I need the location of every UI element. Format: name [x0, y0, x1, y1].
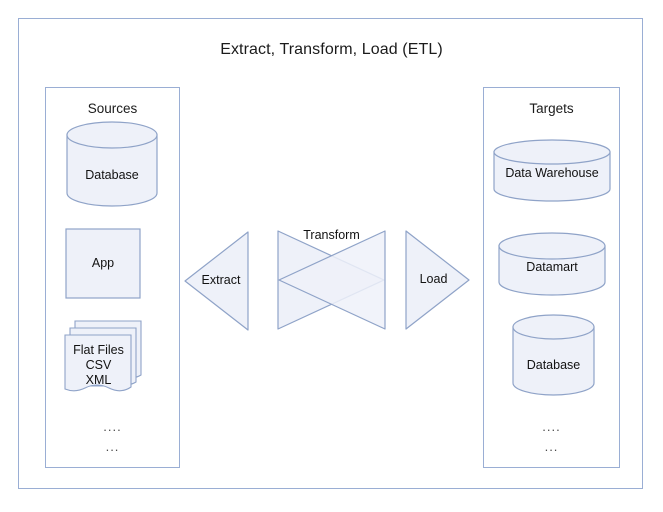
- sources-ellipsis-bottom: ...: [105, 439, 120, 454]
- page-title: Extract, Transform, Load (ETL): [220, 41, 443, 58]
- targets-ellipsis-top: ....: [542, 419, 561, 434]
- process-step-extract[interactable]: Extract: [184, 231, 250, 331]
- targets-ellipsis-bottom: ...: [544, 439, 559, 454]
- sources-ellipsis-top: ....: [103, 419, 122, 434]
- target-node-database[interactable]: Database: [511, 314, 596, 396]
- source-node-flat-files[interactable]: Flat Files CSV XML: [64, 318, 154, 400]
- target-node-data-warehouse[interactable]: Data Warehouse: [492, 139, 612, 202]
- process-step-load[interactable]: Load: [405, 230, 470, 330]
- source-node-database[interactable]: Database: [65, 121, 159, 207]
- targets-panel-title: Targets: [529, 101, 574, 116]
- target-node-datamart[interactable]: Datamart: [497, 232, 607, 296]
- process-step-transform[interactable]: Transform: [277, 228, 386, 330]
- sources-panel-title: Sources: [87, 101, 138, 116]
- source-node-app[interactable]: App: [65, 228, 141, 299]
